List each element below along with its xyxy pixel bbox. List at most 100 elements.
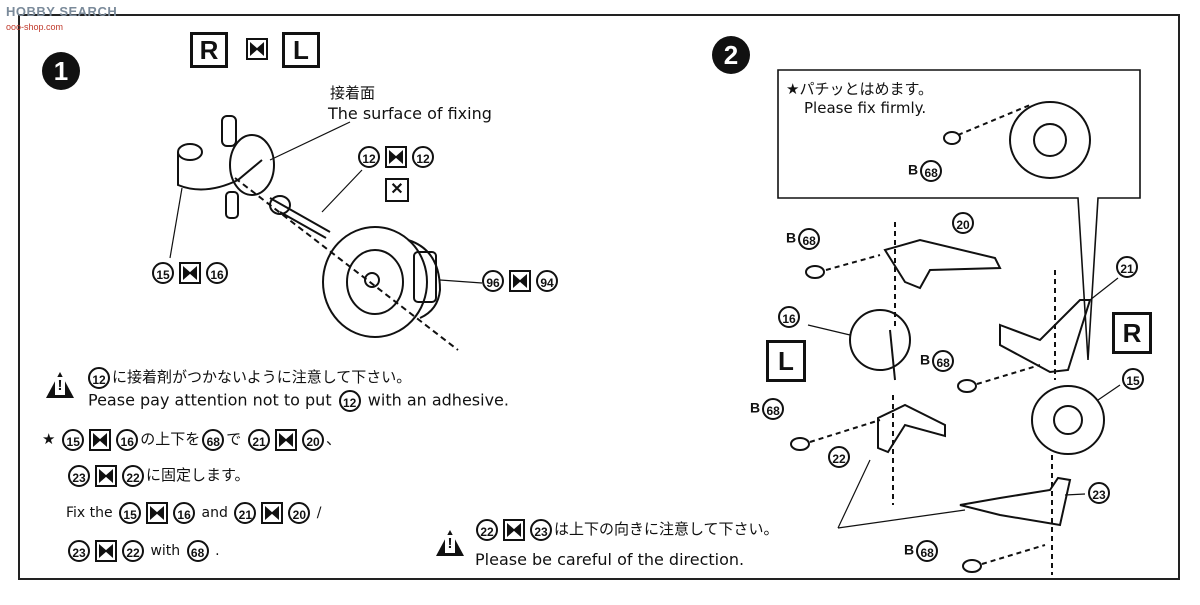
fix-en-lead: Fix the (66, 505, 113, 521)
runner-letter: B (904, 541, 915, 558)
part-number: 94 (536, 270, 558, 292)
leader-fixing (269, 121, 351, 161)
inset-dash (957, 104, 1031, 136)
part-number: 21 (1116, 256, 1138, 278)
leader-16 (807, 324, 851, 336)
upper-arm-20 (883, 238, 1002, 290)
hub-15-center (1053, 405, 1083, 435)
leader-96 (439, 279, 483, 284)
lower-arm-22 (877, 403, 946, 454)
fixing-label-ja: 接着面 (330, 84, 376, 102)
part-number: 16 (173, 502, 196, 524)
leader-23 (1064, 493, 1086, 496)
label-16: 16 (776, 306, 802, 328)
caution-icon: ! (46, 372, 74, 398)
bilateral-icon (95, 464, 117, 487)
part-number: 12 (412, 146, 434, 168)
part-number: 12 (358, 146, 380, 168)
note-ja-text: に接着剤がつかないように注意して下さい。 (112, 368, 412, 386)
leader-21 (1089, 277, 1119, 301)
runner-letter: B (786, 229, 797, 246)
leader-15 (169, 187, 183, 259)
side-left-box: L (766, 340, 806, 382)
part-number: 20 (288, 502, 311, 524)
dash-68-b (809, 419, 881, 443)
part-number: 68 (798, 228, 821, 250)
hub-16 (849, 309, 911, 371)
part-number: 22 (122, 464, 144, 487)
runner-letter: B (908, 161, 919, 178)
rl-left-box: L (282, 32, 320, 68)
dash-68-c (976, 364, 1041, 385)
clip-68-d (962, 559, 982, 573)
dash-68-a (825, 254, 881, 271)
runner-letter: B (920, 351, 931, 368)
inset-note-en: Please fix firmly. (804, 99, 927, 117)
brake-disc-center (364, 272, 380, 288)
fix-ja-tail: 、 (326, 430, 342, 448)
part-number: 22 (476, 518, 498, 541)
brake-caliper (407, 239, 442, 319)
part-number: 68 (762, 398, 785, 420)
part-number: 68 (916, 540, 939, 562)
knuckle-ring (229, 134, 275, 196)
part-number: 15 (119, 502, 142, 524)
brake-disc-hub (346, 249, 404, 315)
part-number: 16 (206, 262, 228, 284)
inset-hub-center (1033, 123, 1067, 157)
fix-ja-mid: の上下を (140, 430, 201, 448)
label-20: 20 (950, 212, 976, 234)
bilateral-icon (146, 502, 169, 524)
direction-note-ja-text: は上下の向きに注意して下さい。 (554, 520, 779, 538)
assembly-line-1 (234, 177, 459, 351)
no-glue-icon: ✕ (385, 178, 409, 202)
part-number: 68 (186, 540, 209, 562)
label-23: 23 (1086, 482, 1112, 504)
part-number: 23 (530, 518, 552, 541)
note-en-text-b: with an adhesive. (367, 390, 509, 410)
inset-hub (1009, 101, 1091, 179)
fix-en-and: and (201, 505, 228, 521)
bilateral-icon (89, 428, 112, 451)
inset-clip (943, 131, 961, 145)
upper-arm-21 (999, 299, 1092, 374)
clip-68-b (790, 437, 810, 451)
brake-disc (322, 226, 428, 338)
watermark-site: ooo-shop.com (6, 22, 64, 32)
label-15: 15 (1120, 368, 1146, 390)
fix-en-slash: / (316, 505, 322, 521)
dash-68-d (981, 544, 1046, 565)
inset-note-ja: ★パチッとはめます。 (786, 78, 933, 99)
part-number: 68 (202, 428, 225, 451)
part-number: 23 (68, 464, 90, 487)
part-number: 15 (1122, 368, 1144, 390)
star-icon: ★ (42, 430, 56, 448)
part-number: 68 (932, 350, 955, 372)
fix-ja-line2-tail: に固定します。 (146, 466, 250, 484)
instruction-frame (18, 14, 1180, 580)
bilateral-icon (179, 262, 201, 284)
bilateral-icon (385, 146, 407, 168)
part-number: 20 (952, 212, 974, 234)
bilateral-icon (246, 38, 268, 60)
bilateral-icon (95, 540, 117, 562)
part-number: 12 (338, 390, 361, 412)
step-2-badge: 2 (712, 36, 750, 74)
caliper-body (413, 251, 437, 303)
note-en-text-a: Pease pay attention not to put (88, 390, 332, 410)
part-number: 22 (122, 540, 144, 562)
part-number: 12 (88, 366, 110, 389)
inset-callout (777, 69, 1141, 361)
lower-arm-23 (959, 476, 1072, 527)
fix-ja-de: で (226, 430, 242, 448)
rl-right-box: R (190, 32, 228, 68)
bilateral-icon (275, 428, 298, 451)
